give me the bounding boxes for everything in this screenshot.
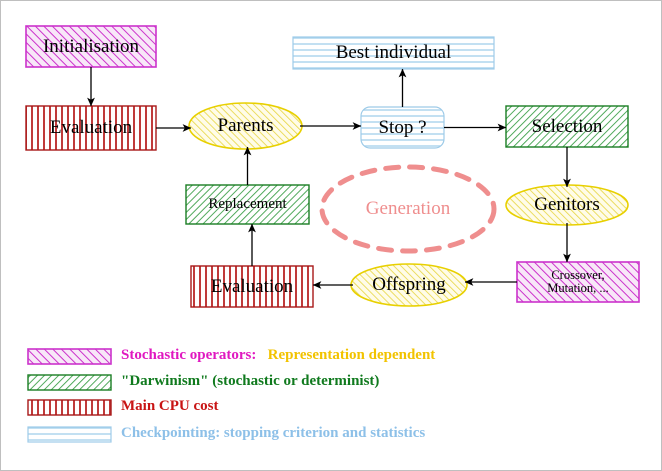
legend-label-stochastic-operators-primary: Stochastic operators: (121, 347, 257, 363)
legend-swatch-checkpointing (27, 426, 112, 443)
legend-label-checkpointing-primary: Checkpointing: stopping criterion and st… (121, 425, 426, 441)
edges-layer (87, 67, 571, 289)
legend-label-stochastic-operators-secondary: Representation dependent (267, 347, 436, 363)
node-shape-best-individual[interactable] (292, 36, 495, 70)
legend-swatch-layer (27, 348, 112, 443)
legend-swatch-stochastic-operators (27, 348, 112, 365)
node-shapes-layer (25, 25, 640, 308)
node-shape-offspring[interactable] (350, 263, 468, 307)
node-shape-stop[interactable] (360, 106, 445, 149)
legend-label-stochastic-operators: Stochastic operators: Representation dep… (121, 347, 435, 364)
node-shape-genitors[interactable] (505, 184, 629, 226)
node-shape-initialisation[interactable] (25, 25, 157, 68)
legend-swatch-main-cpu-cost (27, 399, 112, 416)
node-shape-evaluation-top[interactable] (25, 105, 157, 151)
generation-label: Generation (365, 198, 451, 219)
node-shape-selection[interactable] (505, 105, 629, 148)
node-shape-crossover[interactable] (516, 261, 640, 303)
node-shape-evaluation-bot[interactable] (190, 265, 314, 308)
legend-label-darwinism: "Darwinism" (stochastic or determinist) (121, 373, 379, 390)
node-shape-replacement[interactable] (185, 184, 310, 225)
legend-label-gap (256, 347, 267, 363)
legend-label-main-cpu-cost: Main CPU cost (121, 398, 219, 415)
legend-label-main-cpu-cost-primary: Main CPU cost (121, 398, 219, 414)
legend-swatch-darwinism (27, 374, 112, 391)
legend-label-checkpointing: Checkpointing: stopping criterion and st… (121, 425, 425, 442)
generation-ellipse-layer (319, 164, 497, 254)
generation-ellipse (319, 164, 497, 254)
node-shape-parents[interactable] (188, 102, 303, 150)
legend-label-darwinism-primary: "Darwinism" (stochastic or determinist) (121, 373, 380, 389)
